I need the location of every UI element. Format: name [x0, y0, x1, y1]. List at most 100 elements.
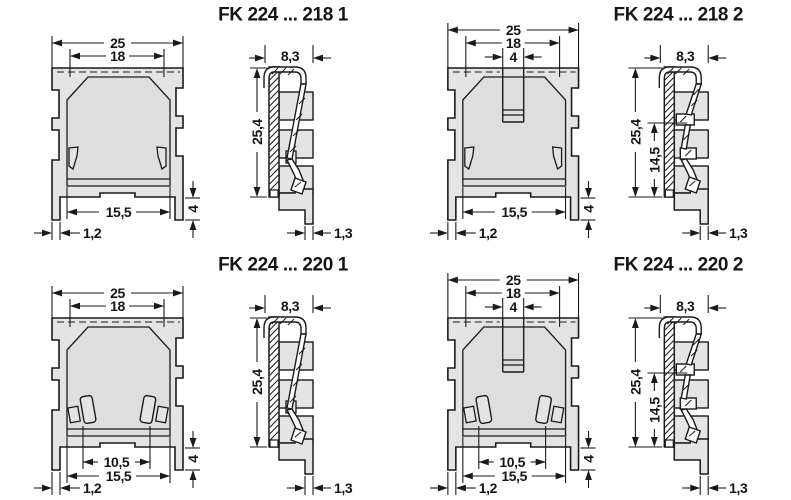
hatch-line	[269, 129, 279, 139]
dim-pin-width: 1,2	[83, 480, 102, 496]
hatch-line	[664, 411, 675, 422]
dim-arrow	[492, 303, 503, 311]
dim-pin-width: 1,3	[729, 225, 748, 241]
plate-bottom-notch	[269, 439, 279, 448]
dim-height: 25,4	[249, 369, 265, 395]
hatch-line	[295, 113, 303, 121]
dim-arrow	[255, 304, 265, 312]
dim-depth: 8,3	[676, 48, 695, 64]
hatch-line	[664, 129, 675, 139]
clip-foot	[684, 426, 702, 444]
hatch-line	[269, 77, 279, 87]
hatch-line	[664, 90, 675, 100]
dim-outer-width: 25	[506, 22, 521, 38]
hatch-line	[682, 383, 690, 391]
hatch-line	[666, 317, 674, 325]
hatch-line	[289, 145, 297, 153]
dim-slot-width: 4	[510, 49, 518, 65]
drawing-title: FK 224 ... 220 2	[614, 254, 743, 275]
dim-outer-width: 25	[110, 35, 125, 51]
hatch-line	[664, 77, 675, 87]
hatch-line	[682, 133, 690, 141]
dim-tab-width: 15,5	[501, 204, 527, 220]
dim-outer-width: 25	[110, 285, 125, 301]
dim-arrow	[585, 438, 592, 448]
clip-right	[139, 394, 157, 425]
hatch-line	[269, 122, 279, 133]
hatch-line	[664, 148, 675, 159]
side-view: 8,325,414,51,3	[627, 45, 748, 241]
hatch-line	[664, 174, 675, 185]
cavity-outline	[66, 76, 171, 187]
dim-arrow	[650, 54, 661, 62]
hatch-line	[294, 431, 302, 438]
clip-band	[685, 83, 703, 116]
clip-right-foot	[550, 405, 565, 424]
hatch-line	[269, 385, 279, 396]
hatch-line	[269, 174, 279, 185]
dim-arrow	[189, 438, 197, 448]
dim-tab-width: 15,5	[501, 468, 527, 484]
dim-leg-length: 4	[581, 205, 597, 213]
hatch-line	[269, 168, 279, 178]
dim-height: 25,4	[627, 119, 643, 145]
hook-left	[68, 146, 79, 171]
dim-leg-length: 4	[185, 205, 201, 213]
drawing-title: FK 224 ... 220 1	[218, 255, 349, 276]
hatch-line	[294, 181, 302, 188]
hatch-line	[666, 67, 674, 75]
dim-pin-width: 1,2	[479, 225, 498, 241]
dim-arrow	[255, 54, 265, 62]
dim-arrow	[437, 484, 448, 492]
dim-arrow	[60, 229, 70, 237]
base-foot	[278, 438, 314, 475]
dim-arrow	[650, 304, 661, 312]
plate-bottom-notch	[269, 189, 279, 198]
dim-tab-width: 15,5	[106, 204, 132, 220]
dim-arrow	[632, 318, 639, 328]
hatch-line	[664, 366, 675, 376]
hatch-line	[664, 327, 675, 337]
cavity-outline	[66, 326, 171, 437]
hatch-line	[674, 67, 682, 75]
dim-inner-width: 18	[110, 48, 125, 64]
base-plate-section	[663, 316, 676, 448]
base-plate-section	[663, 66, 676, 198]
dim-arrow	[42, 484, 52, 492]
base-plate-section	[268, 66, 280, 198]
hatch-line	[664, 398, 675, 409]
dim-arrow	[455, 484, 466, 492]
hatch-line	[269, 109, 279, 120]
clip-foot	[684, 176, 702, 194]
hook-right	[156, 146, 167, 171]
drawing-title: FK 224 ... 218 1	[218, 5, 349, 26]
dim-arrow	[690, 484, 701, 492]
hatch-line	[664, 385, 675, 396]
clip-band	[685, 333, 703, 366]
hatch-line	[279, 67, 287, 75]
hatch-line	[269, 379, 279, 389]
base-foot	[278, 188, 314, 225]
hatch-line	[269, 103, 279, 113]
clip-foot	[290, 177, 307, 195]
dim-pin-width: 1,2	[479, 480, 498, 496]
hatch-line	[664, 142, 675, 152]
hatch-line	[271, 317, 279, 325]
dim-pin-width: 1,3	[334, 225, 353, 241]
hatch-line	[269, 353, 279, 363]
hatch-line	[269, 392, 279, 402]
dim-arrow	[650, 437, 658, 447]
hook-right	[551, 146, 563, 171]
dim-arrow	[585, 470, 592, 480]
dim-pin-width: 1,3	[334, 480, 353, 496]
hatch-line	[684, 149, 692, 157]
hatch-line	[674, 317, 682, 325]
hatch-line	[287, 68, 295, 76]
